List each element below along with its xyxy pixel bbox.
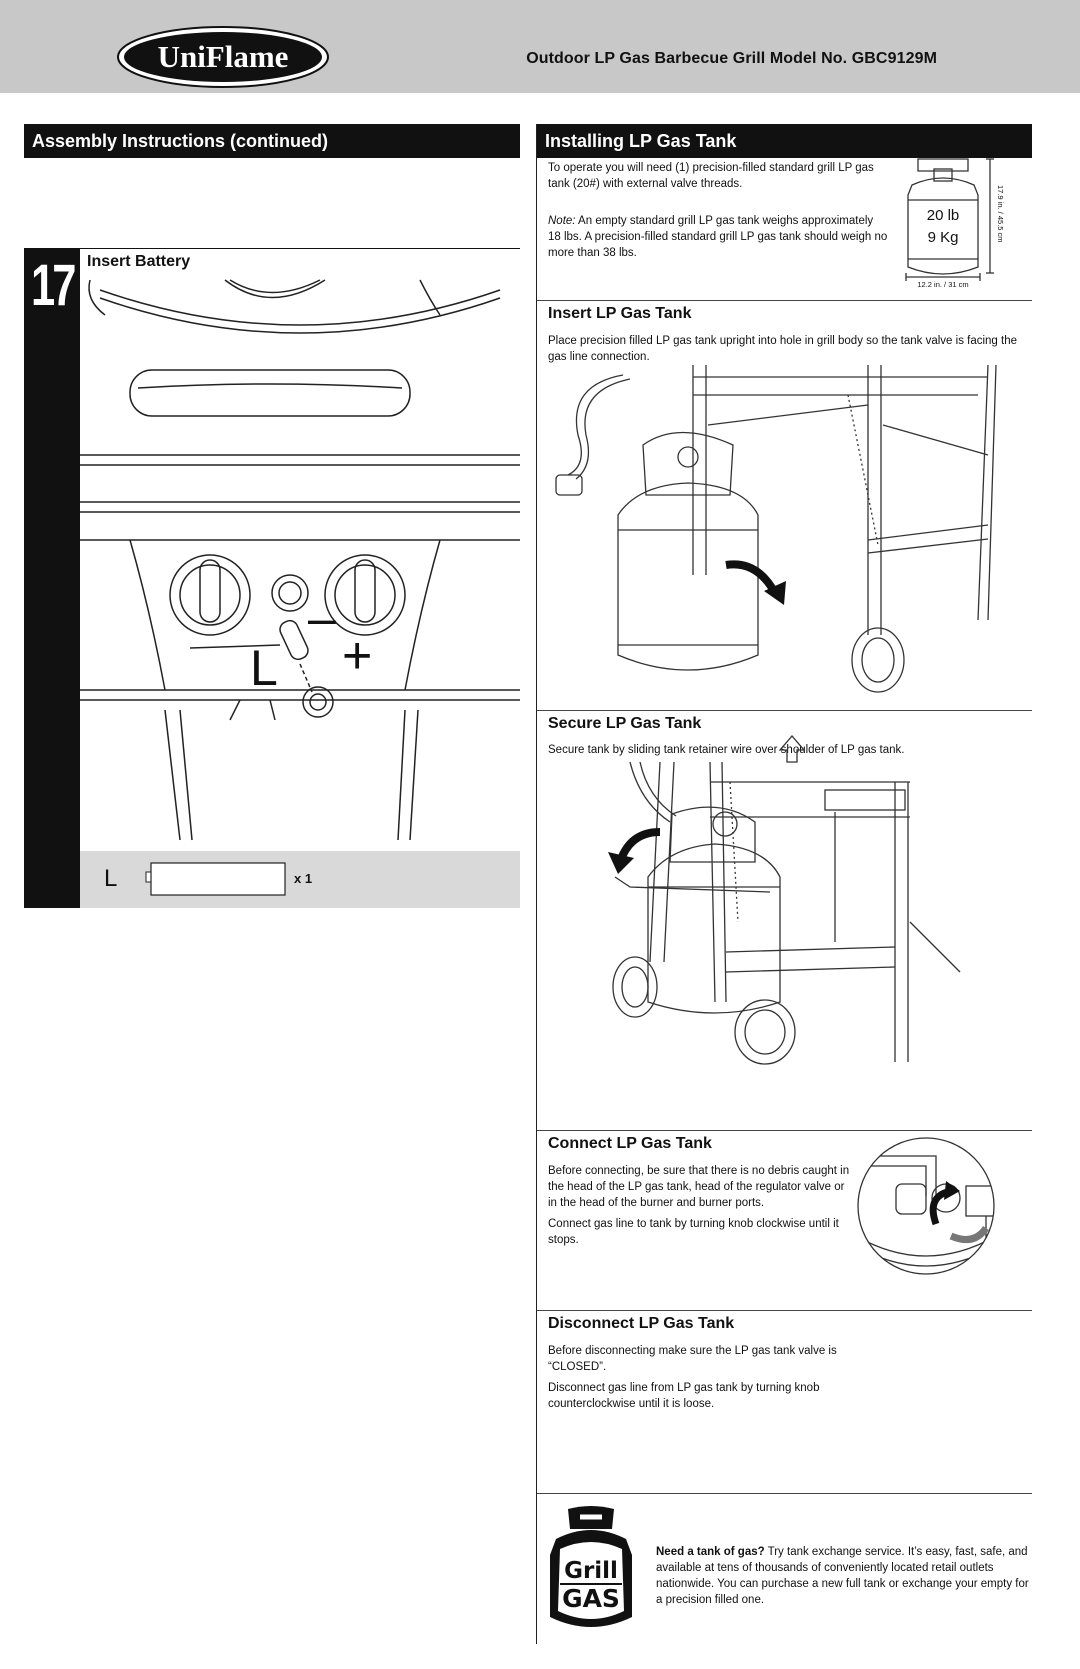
tank-weight-kg: 9 Kg [928, 229, 959, 246]
svg-text:UniFlame: UniFlame [158, 39, 289, 74]
note-label: Note: [548, 215, 576, 227]
parts-letter: L [104, 865, 118, 892]
plus-label: + [342, 627, 372, 685]
step-title: Insert Battery [87, 253, 191, 270]
minus-label: – [308, 590, 336, 646]
parts-quantity: x 1 [294, 871, 313, 886]
part-letter-label: L [250, 640, 278, 696]
installing-section-title: Installing LP Gas Tank [537, 124, 1032, 158]
insert-battery-diagram: L – + [80, 279, 520, 841]
connect-tank-closeup [857, 1137, 995, 1275]
connect-tank-text-2: Connect gas line to tank by turning knob… [548, 1218, 839, 1246]
battery-icon [145, 862, 286, 896]
note-text: An empty standard grill LP gas tank weig… [548, 215, 888, 259]
secure-tank-text: Secure tank by sliding tank retainer wir… [548, 744, 905, 756]
document-title: Outdoor LP Gas Barbecue Grill Model No. … [526, 50, 937, 67]
tank-weight-lb: 20 lb [927, 207, 960, 224]
disconnect-tank-text-1: Before disconnecting make sure the LP ga… [548, 1345, 837, 1373]
grill-gas-logo-line-1: Grill [564, 1558, 618, 1584]
secure-tank-illustration [608, 735, 961, 1065]
insert-tank-text: Place precision filled LP gas tank uprig… [548, 335, 1018, 363]
disconnect-tank-title: Disconnect LP Gas Tank [548, 1315, 735, 1332]
connect-tank-text-1: Before connecting, be sure that there is… [548, 1165, 850, 1209]
grill-gas-logo: Grill GAS [550, 1506, 632, 1627]
divider [537, 1310, 1032, 1311]
uniflame-logo: UniFlame [117, 26, 329, 88]
promo-bold: Need a tank of gas? [656, 1546, 765, 1558]
lp-tank-dimension-diagram: 20 lb 9 Kg 17.9 in. / 45.5 cm 12.2 in. /… [905, 158, 1005, 289]
insert-tank-illustration [555, 364, 997, 693]
disconnect-tank-text-2: Disconnect gas line from LP gas tank by … [548, 1382, 820, 1410]
secure-tank-title: Secure LP Gas Tank [548, 715, 702, 732]
column-divider [536, 124, 537, 1644]
assembly-section-title: Assembly Instructions (continued) [24, 124, 520, 158]
promo-text: Need a tank of gas? Try tank exchange se… [656, 1544, 1031, 1608]
intro-note: Note: An empty standard grill LP gas tan… [548, 213, 888, 261]
divider [537, 1493, 1032, 1494]
connect-tank-title: Connect LP Gas Tank [548, 1135, 712, 1152]
divider [537, 1130, 1032, 1131]
grill-gas-logo-line-2: GAS [562, 1584, 620, 1613]
step-divider [80, 248, 520, 249]
parts-list: L x 1 [80, 851, 520, 908]
intro-text: To operate you will need (1) precision-f… [548, 162, 874, 190]
step-number-column [24, 248, 80, 908]
tank-height-label: 17.9 in. / 45.5 cm [996, 185, 1005, 243]
divider [537, 300, 1032, 301]
step-number: 17 [31, 253, 76, 318]
promo-body: Try tank exchange service. It’s easy, fa… [656, 1546, 1029, 1606]
tank-width-label: 12.2 in. / 31 cm [917, 280, 968, 289]
page-header: UniFlame Outdoor LP Gas Barbecue Grill M… [0, 0, 1080, 93]
divider [537, 710, 1032, 711]
insert-tank-title: Insert LP Gas Tank [548, 305, 692, 322]
